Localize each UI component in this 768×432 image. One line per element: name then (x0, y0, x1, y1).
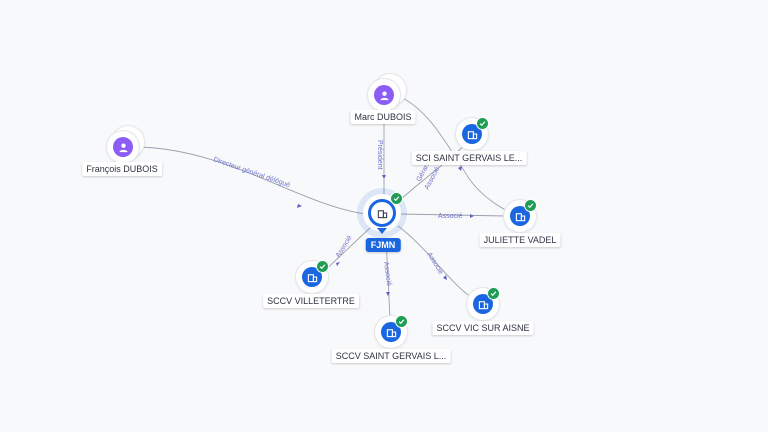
arrow-vic (443, 275, 447, 280)
building-icon (381, 322, 401, 342)
edge-label-associe-saint-gervais: Associé (382, 261, 392, 286)
node-sci-saint-gervais-label[interactable]: SCI SAINT GERVAIS LE... (411, 151, 527, 165)
node-sccv-vic-sur-aisne[interactable] (467, 287, 500, 320)
node-sccv-villetertre-label[interactable]: SCCV VILLETERTRE (263, 294, 359, 308)
arrow-sci (458, 166, 462, 171)
node-marc-dubois-label[interactable]: Marc DUBOIS (350, 110, 416, 124)
pin-tip (377, 228, 387, 234)
building-icon (510, 206, 530, 226)
edge-label-president: Président (376, 140, 383, 170)
node-sci-saint-gervais[interactable] (456, 117, 489, 150)
node-sccv-villetertre[interactable] (296, 260, 329, 293)
check-icon (390, 192, 403, 205)
user-icon (374, 85, 394, 105)
check-icon (476, 117, 489, 130)
arrow-juliette (470, 214, 474, 218)
node-francois-dubois[interactable] (107, 131, 139, 163)
edge-label-associe-juliette: Associé (438, 213, 463, 220)
edge-label-directeur: Directeur général délégué (212, 156, 291, 189)
node-sccv-vic-sur-aisne-label[interactable]: SCCV VIC SUR AISNE (432, 321, 534, 335)
building-icon (302, 267, 322, 287)
edge-label-associe-villetertre: Associé (335, 234, 354, 259)
building-icon (473, 294, 493, 314)
user-icon (113, 137, 133, 157)
check-icon (316, 260, 329, 273)
node-juliette-vadel[interactable] (504, 199, 537, 232)
edge-center-juliette (399, 213, 506, 217)
node-sccv-saint-gervais[interactable] (375, 315, 408, 348)
edge-marc-sci (399, 96, 516, 216)
arrow-francois (297, 204, 302, 208)
node-marc-dubois[interactable] (368, 79, 400, 111)
check-icon (487, 287, 500, 300)
node-fjmn[interactable] (363, 192, 403, 234)
node-fjmn-label[interactable]: FJMN (365, 238, 401, 252)
check-icon (524, 199, 537, 212)
edge-label-associe-vic: Associé (425, 251, 444, 276)
node-juliette-vadel-label[interactable]: JULIETTE VADEL (479, 233, 561, 247)
edge-francois-center (139, 146, 367, 215)
building-icon (462, 124, 482, 144)
check-icon (395, 315, 408, 328)
arrow-villetertre (336, 262, 340, 266)
node-francois-dubois-label[interactable]: François DUBOIS (82, 162, 162, 176)
arrow-marc (382, 175, 386, 179)
node-sccv-saint-gervais-label[interactable]: SCCV SAINT GERVAIS L... (331, 349, 451, 363)
building-icon (368, 199, 396, 227)
arrow-saint-gervais (386, 292, 390, 296)
